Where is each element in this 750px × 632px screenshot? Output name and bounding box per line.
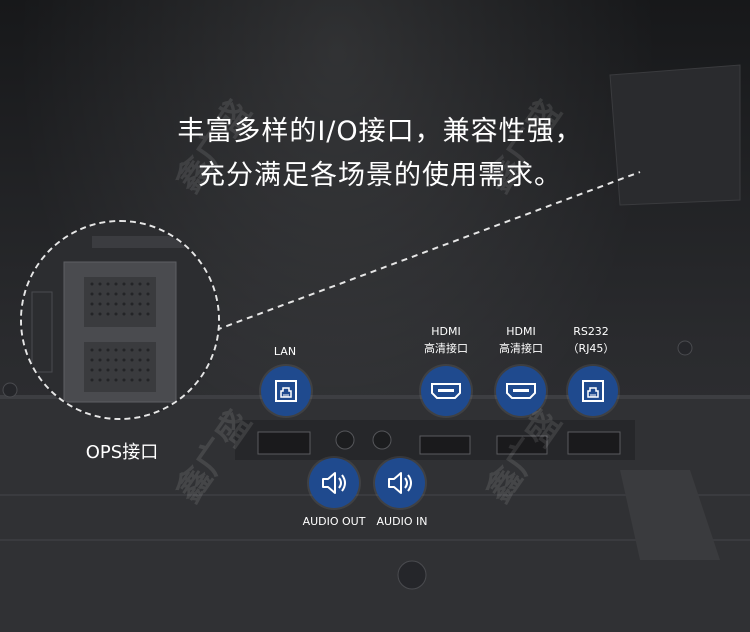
hdmi-2-label: HDMI 高清接口	[483, 323, 559, 357]
rs232-icon	[582, 380, 604, 402]
hdmi-1-label: HDMI 高清接口	[408, 323, 484, 357]
rs232-label-line-1: RS232	[573, 325, 609, 338]
hdmi-1-port-badge	[421, 366, 471, 416]
ethernet-icon	[275, 380, 297, 402]
hdmi-2-label-line-2: 高清接口	[499, 342, 543, 355]
headline-line-1: 丰富多样的I/O接口，兼容性强，	[177, 116, 583, 147]
speaker-icon	[322, 472, 346, 494]
lan-label: LAN	[273, 345, 297, 358]
hdmi-1-label-line-1: HDMI	[431, 325, 461, 338]
headline: 丰富多样的I/O接口，兼容性强， 充分满足各场景的使用需求。	[120, 110, 640, 198]
hdmi-2-label-line-1: HDMI	[506, 325, 536, 338]
audio-in-label: AUDIO IN	[376, 515, 428, 528]
hdmi-2-port-badge	[496, 366, 546, 416]
audio-out-label: AUDIO OUT	[302, 515, 366, 528]
lan-port-badge	[261, 366, 311, 416]
headline-line-2: 充分满足各场景的使用需求。	[198, 160, 562, 191]
speaker-icon	[388, 472, 412, 494]
rs232-label-line-2: （RJ45）	[567, 342, 615, 355]
ops-magnifier	[20, 220, 220, 420]
audio-out-port-badge	[309, 458, 359, 508]
hdmi-icon	[506, 383, 536, 399]
ops-label: OPS接口	[85, 442, 159, 463]
audio-in-port-badge	[375, 458, 425, 508]
hdmi-icon	[431, 383, 461, 399]
ops-module-image	[22, 222, 218, 418]
hdmi-1-label-line-2: 高清接口	[424, 342, 468, 355]
rs232-port-badge	[568, 366, 618, 416]
rs232-label: RS232 （RJ45）	[553, 323, 629, 357]
